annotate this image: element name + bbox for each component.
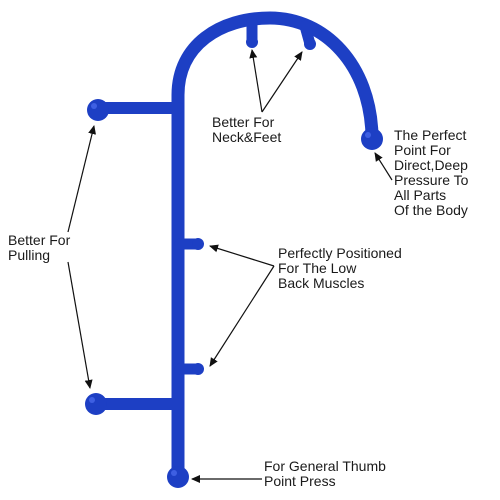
callout-arrows — [67, 49, 393, 483]
cane-shaft — [171, 11, 379, 477]
label-neck-feet: Better For Neck&Feet — [212, 114, 282, 145]
tool-highlights — [89, 103, 371, 476]
hook-tip-ball — [361, 128, 383, 150]
label-low-back: Perfectly Positioned For The Low Back Mu… — [278, 245, 402, 291]
arrow-lowback-lower — [209, 265, 275, 367]
label-pulling: Better For Pulling — [8, 232, 71, 263]
arrow-lowback-upper — [209, 244, 275, 267]
arrow-pull-upper — [67, 125, 96, 233]
thumb-press-ball — [167, 466, 189, 488]
label-thumb-press: For General Thumb Point Press — [264, 458, 386, 489]
arrow-deep-pressure — [374, 152, 393, 181]
lower-pull-ball — [85, 393, 107, 415]
arrow-neck-right — [261, 51, 303, 113]
arrow-pull-lower — [67, 261, 93, 389]
massage-cane — [94, 11, 379, 477]
label-deep-pressure: The Perfect Point For Direct,Deep Pressu… — [394, 127, 469, 218]
upper-pull-ball — [87, 99, 109, 121]
arrow-neck-left — [249, 49, 263, 113]
